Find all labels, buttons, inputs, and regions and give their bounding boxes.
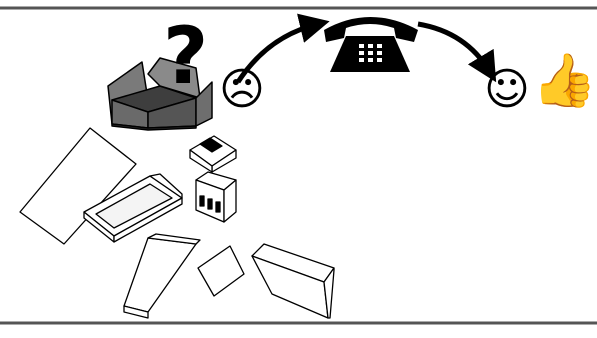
board-part — [123, 233, 201, 319]
cartridge-part — [195, 171, 237, 223]
open-box-icon — [107, 57, 213, 131]
happy-face-icon: ☺ — [484, 64, 530, 115]
arrow-to-phone — [235, 13, 330, 84]
telephone-icon — [324, 17, 418, 72]
question-mark-icon: ? — [163, 12, 209, 102]
square-part — [197, 245, 245, 297]
connector-part — [189, 135, 237, 173]
arrow-to-happy — [417, 21, 497, 83]
scattered-parts-icon — [19, 127, 335, 319]
sad-face-icon: ☹ — [219, 64, 265, 115]
right-board-part — [251, 243, 335, 319]
flat-panel — [19, 127, 137, 245]
thumbs-up-icon: 👍 — [532, 51, 597, 111]
tray-part — [83, 173, 183, 243]
